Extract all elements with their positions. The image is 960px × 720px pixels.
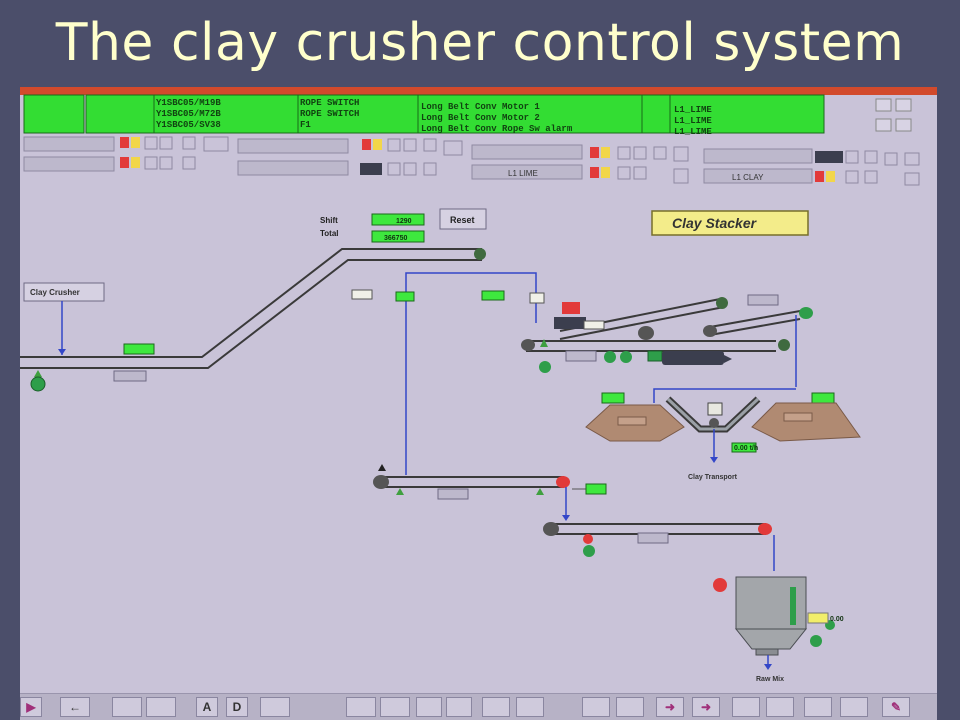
transfer-conveyor-1[interactable]	[373, 475, 570, 489]
transfer-readout	[585, 483, 607, 495]
clay-stacker-label: Clay Stacker	[651, 210, 809, 236]
raw-mix-label: Raw Mix	[756, 676, 784, 683]
status-label-clay: L1 CLAY	[732, 173, 764, 182]
flow-rate-value: 0.00 t/h	[734, 445, 758, 452]
shift-readout	[371, 213, 425, 226]
stacker-belt-a[interactable]	[521, 339, 790, 352]
a-button[interactable]: A	[196, 697, 218, 717]
window-controls[interactable]	[875, 98, 912, 132]
main-belt-conveyor[interactable]	[20, 248, 486, 369]
stacker-tag-box	[747, 294, 779, 306]
stacker-boom-1[interactable]	[559, 297, 728, 340]
hopper-level-value: 0.00	[830, 616, 844, 623]
stacker-boom-2[interactable]	[703, 307, 813, 337]
stockpile-readout-1	[601, 392, 625, 404]
total-value: 366750	[384, 235, 407, 242]
scada-mimic: Y1SBC05/M19B Y1SBC05/M72B Y1SBC05/SV38 R…	[20, 87, 937, 683]
slide-title: The clay crusher control system	[55, 13, 905, 73]
play-icon[interactable]: ▶	[20, 697, 42, 717]
tool-button-13[interactable]	[766, 697, 794, 717]
status-row-1[interactable]	[23, 136, 920, 166]
status-label-lime: L1 LIME	[508, 169, 538, 178]
tool-button-3[interactable]	[260, 697, 290, 717]
scada-screen: Y1SBC05/M19B Y1SBC05/M72B Y1SBC05/SV38 R…	[20, 87, 937, 720]
stockpile-readout-2	[811, 392, 835, 404]
reset-button[interactable]: Reset	[439, 208, 487, 230]
reclaimer[interactable]	[665, 396, 761, 433]
alarm-message-1: Long Belt Conv Motor 1	[421, 102, 540, 112]
tool-button-10[interactable]	[582, 697, 610, 717]
alarm-tag-3: Y1SBC05/SV38	[156, 120, 221, 130]
gate-readout-1	[395, 291, 415, 302]
clay-crusher-label[interactable]: Clay Crusher	[23, 282, 105, 302]
clay-transport-label: Clay Transport	[688, 474, 738, 481]
belt-tag-box	[113, 370, 147, 382]
alarm-tag-1: Y1SBC05/M19B	[156, 98, 221, 108]
transfer-tag-box-2	[637, 532, 669, 544]
tool-button-2[interactable]	[146, 697, 176, 717]
reset-label: Reset	[450, 215, 475, 225]
main-motor-indicator[interactable]	[30, 370, 46, 392]
alarm-banner[interactable]: Y1SBC05/M19B Y1SBC05/M72B Y1SBC05/SV38 R…	[23, 94, 825, 137]
gate-indicator-2[interactable]	[529, 292, 545, 304]
tool-button-4[interactable]	[346, 697, 376, 717]
hopper-level-readout	[807, 612, 829, 624]
hopper-high-alarm[interactable]	[713, 578, 727, 592]
clay-stacker-text: Clay Stacker	[672, 215, 758, 231]
alarm-strip	[20, 87, 937, 95]
alarm-area-2: L1_LIME	[674, 116, 712, 126]
gate-readout-2	[481, 290, 505, 301]
raw-mix-hopper[interactable]	[734, 576, 808, 656]
total-readout	[371, 230, 425, 243]
forward-arrow-button[interactable]: ➜	[656, 697, 684, 717]
d-button[interactable]: D	[226, 697, 248, 717]
tool-button-12[interactable]	[732, 697, 760, 717]
alarm-tag-2: Y1SBC05/M72B	[156, 109, 221, 119]
total-label: Total	[320, 229, 339, 238]
stockpile-right[interactable]	[751, 402, 861, 442]
stacker-alarm-indicator[interactable]	[562, 302, 580, 314]
hopper-low-indicator[interactable]	[810, 635, 822, 647]
alarm-switch-2: ROPE SWITCH	[300, 109, 359, 119]
tool-button-9[interactable]	[516, 697, 544, 717]
tool-button-5[interactable]	[380, 697, 410, 717]
alarm-message-3: Long Belt Conv Rope Sw alarm	[421, 124, 573, 134]
tool-button-15[interactable]	[840, 697, 868, 717]
back-arrow-button[interactable]: ←	[60, 697, 90, 717]
shift-label: Shift	[320, 216, 338, 225]
tool-button-6[interactable]	[416, 697, 442, 717]
belt-speed-readout	[123, 343, 155, 355]
alarm-area-3: L1_LIME	[674, 127, 712, 137]
alarm-message-2: Long Belt Conv Motor 2	[421, 113, 540, 123]
stacker-tripper-car[interactable]	[662, 351, 724, 365]
stacker-motor-indicator[interactable]	[539, 361, 551, 373]
alarm-area-1: L1_LIME	[674, 105, 712, 115]
clay-crusher-text: Clay Crusher	[30, 288, 80, 297]
bottom-toolbar: ▶ ← A D ➜ ➜ ✎	[20, 693, 937, 720]
tool-button-8[interactable]	[482, 697, 510, 717]
alarm-switch-3: F1	[300, 120, 311, 130]
next-arrow-button[interactable]: ➜	[692, 697, 720, 717]
tool-button-14[interactable]	[804, 697, 832, 717]
gate-indicator-1[interactable]	[351, 289, 373, 300]
tool-button-7[interactable]	[446, 697, 472, 717]
stacker-drive-unit	[554, 317, 586, 329]
transfer-motor-indicator[interactable]	[583, 534, 595, 557]
tool-button-1[interactable]	[112, 697, 142, 717]
flow-readout-box	[731, 442, 757, 453]
tool-button-11[interactable]	[616, 697, 644, 717]
shift-value: 1290	[396, 218, 412, 225]
stacker-tag-box-2	[565, 350, 597, 362]
pen-icon[interactable]: ✎	[882, 697, 910, 717]
alarm-switch-1: ROPE SWITCH	[300, 98, 359, 108]
status-row-2[interactable]: L1 LIME L1 CLAY	[23, 156, 920, 186]
transfer-tag-box-1	[437, 488, 469, 500]
